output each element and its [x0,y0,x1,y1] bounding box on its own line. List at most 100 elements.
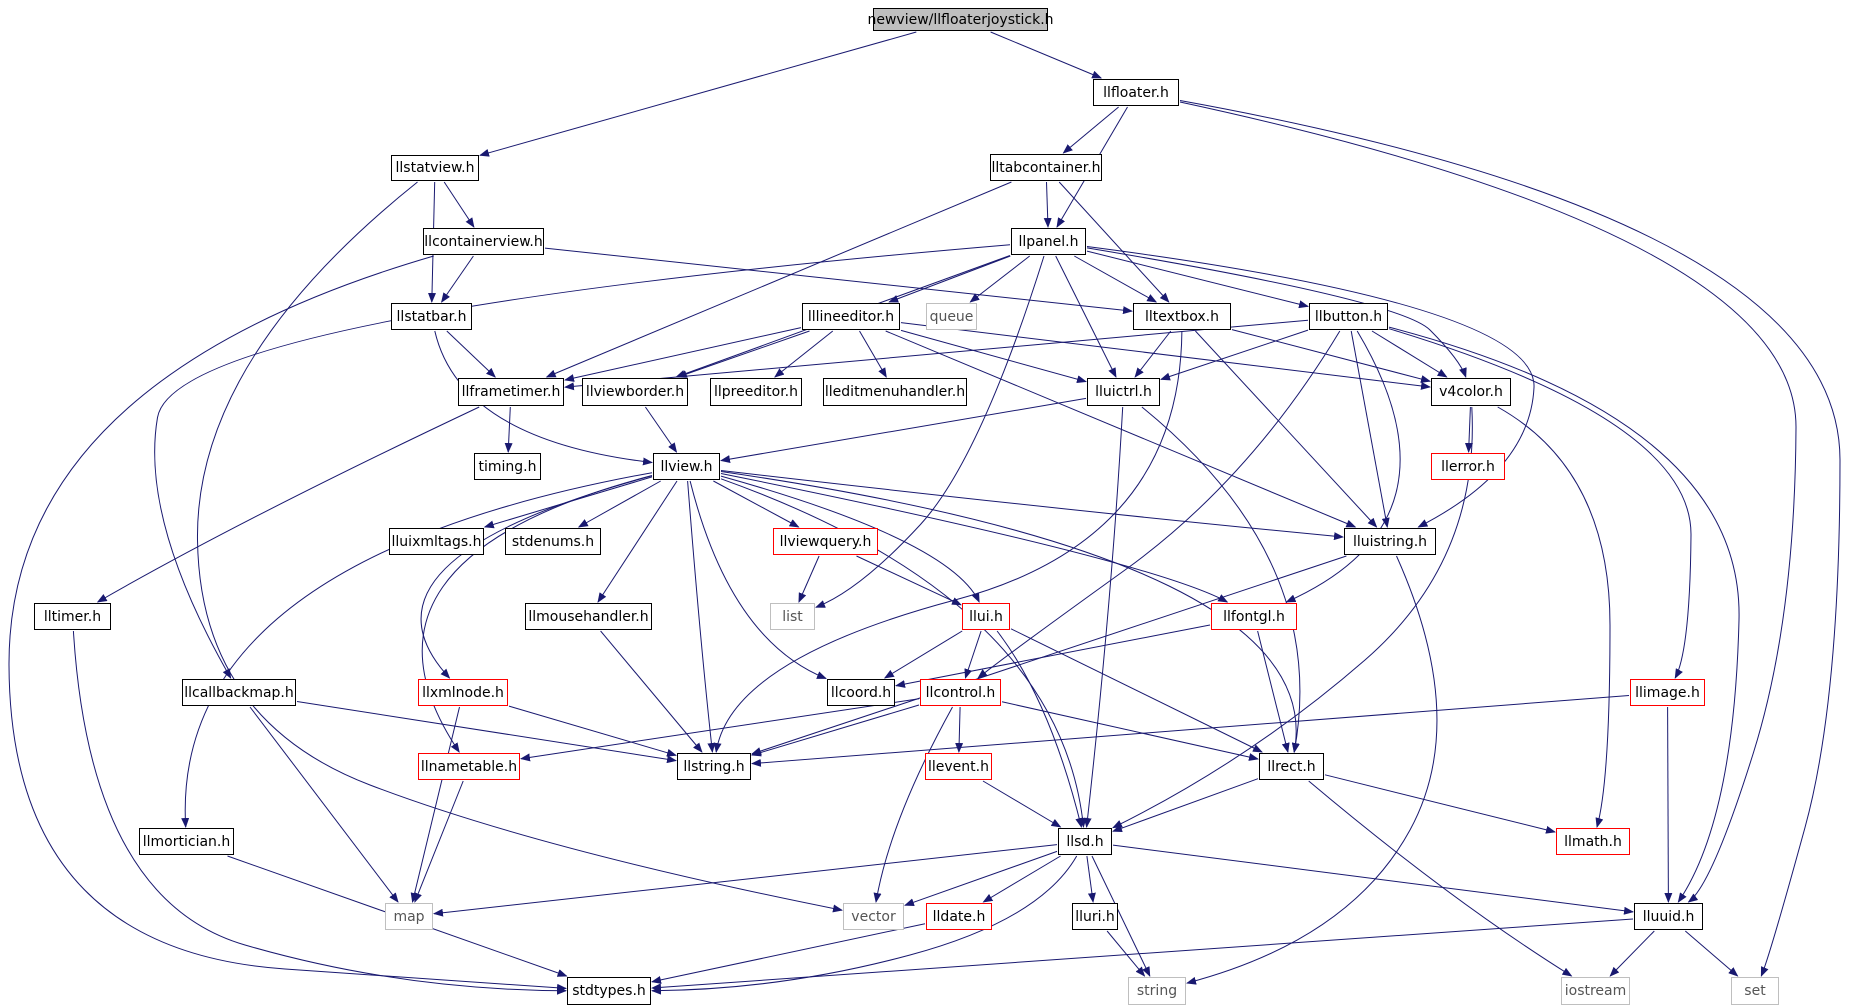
node-label: map [393,908,425,925]
node-lltextbox[interactable]: lltextbox.h [1133,303,1231,330]
node-llmousehandler[interactable]: llmousehandler.h [525,603,652,630]
edge-lluuid-to-set [1684,930,1739,977]
edge-lltabcontainer-to-llframetimer [545,181,1012,378]
node-lltimer[interactable]: lltimer.h [34,603,111,630]
edge-llxmlnode-to-llstring [508,705,677,757]
edge-llbutton-to-llimage [1388,328,1692,679]
edge-lluistring-to-llstring [751,555,1347,755]
node-llstring[interactable]: llstring.h [677,753,751,780]
edge-llframetimer-to-timing [504,406,513,453]
edge-llfontgl-to-llrect [1257,630,1290,753]
node-label: llui.h [969,608,1003,625]
node-label: llevent.h [928,758,989,775]
node-label: llerror.h [1441,458,1495,475]
node-llimage[interactable]: llimage.h [1630,679,1705,706]
node-llnametable[interactable]: llnametable.h [418,753,520,780]
node-llpanel[interactable]: llpanel.h [1011,228,1086,255]
edge-llcontainerview-to-lltextbox [544,247,1133,315]
edge-llbutton-to-llfontgl [1285,330,1401,603]
edge-llxmlnode-to-map [410,706,460,903]
edge-llpanel-to-list [815,255,1045,608]
node-lltabcontainer[interactable]: lltabcontainer.h [990,154,1102,181]
node-timing[interactable]: timing.h [474,453,541,480]
edge-llcontrol-to-llnametable [520,698,920,762]
edge-llui-to-llrect [1010,628,1263,753]
node-llfontgl[interactable]: llfontgl.h [1211,603,1297,630]
node-llmath[interactable]: llmath.h [1556,828,1630,855]
edge-llimage-to-lluuid [1664,706,1673,903]
node-llsd[interactable]: llsd.h [1058,828,1112,855]
node-llviewquery[interactable]: llviewquery.h [773,528,878,555]
edge-llcontrol-to-vector [873,706,953,903]
node-lldate[interactable]: lldate.h [926,903,992,930]
node-llframetimer[interactable]: llframetimer.h [458,378,564,406]
edge-llview-to-llmortician [181,472,653,828]
node-label: lluictrl.h [1095,384,1152,400]
edge-llimage-to-llstring [751,695,1630,767]
edge-lllineeditor-to-llpreeditor [774,330,834,378]
node-label: llstatview.h [395,160,475,176]
node-string: string [1128,977,1186,1005]
edge-llpanel-to-llcallbackmap [154,244,1011,679]
node-llxmlnode[interactable]: llxmlnode.h [418,679,508,706]
edge-llsd-to-lluri [1086,855,1096,903]
edge-llview-to-llrect [720,471,1300,753]
node-stdenums[interactable]: stdenums.h [505,528,601,555]
edge-v4color-to-llmath [1497,406,1611,828]
node-llui[interactable]: llui.h [962,603,1010,630]
edge-llfloater-to-set [1179,100,1841,977]
edge-llstatbar-to-llview [434,330,653,466]
edge-llviewquery-to-llui [856,555,962,606]
node-label: llimage.h [1635,684,1700,701]
edge-llpanel-to-v4color [1086,247,1467,378]
node-stdtypes[interactable]: stdtypes.h [567,977,651,1005]
edge-llsd-to-vector [904,850,1058,907]
edge-llfloater-to-lluuid [1179,101,1797,903]
node-llstatview[interactable]: llstatview.h [391,155,479,181]
edge-llstatbar-to-llframetimer [446,330,496,378]
edge-lluuid-to-stdtypes [651,918,1634,992]
edge-llview-to-llcoord [689,480,827,679]
node-llstatbar[interactable]: llstatbar.h [391,303,472,330]
node-v4color[interactable]: v4color.h [1431,378,1511,406]
node-llerror[interactable]: llerror.h [1431,453,1505,480]
node-lluictrl[interactable]: lluictrl.h [1087,378,1160,406]
edge-lldate-to-stdtypes [651,923,926,984]
node-llcallbackmap[interactable]: llcallbackmap.h [182,679,296,706]
node-llbutton[interactable]: llbutton.h [1309,303,1388,330]
node-lllineeditor[interactable]: lllineeditor.h [802,303,900,330]
node-lluuid[interactable]: lluuid.h [1634,903,1703,930]
node-llfloater[interactable]: llfloater.h [1093,79,1179,106]
edge-llviewquery-to-list [798,555,820,603]
node-label: llview.h [660,458,713,475]
edge-llpanel-to-llbutton [1086,250,1309,309]
node-lluixmltags[interactable]: lluixmltags.h [389,528,484,555]
node-llviewborder[interactable]: llviewborder.h [582,378,688,406]
edge-lluictrl-to-llview [720,397,1087,464]
node-llevent[interactable]: llevent.h [925,753,992,780]
edge-llpanel-to-lluictrl [1055,255,1117,378]
edge-llsd-to-lluuid [1112,844,1634,915]
node-label: llpreeditor.h [714,384,798,400]
edge-llstatview-to-llcontainerview [443,181,475,228]
node-llview[interactable]: llview.h [653,453,720,480]
edge-llview-to-llstring [687,480,716,753]
node-label: lleditmenuhandler.h [824,384,966,400]
node-lluistring[interactable]: lluistring.h [1344,528,1436,555]
edge-llview-to-llviewquery [713,480,800,528]
node-label: llstring.h [683,758,745,775]
node-llrect[interactable]: llrect.h [1259,753,1324,780]
node-label: llfontgl.h [1223,608,1285,625]
edge-llviewborder-to-llview [644,406,678,453]
node-llcontainerview[interactable]: llcontainerview.h [423,228,544,255]
node-llcoord[interactable]: llcoord.h [827,679,895,706]
edge-root-to-llstatview [479,31,917,157]
node-llcontrol[interactable]: llcontrol.h [920,679,1001,706]
node-lluri[interactable]: lluri.h [1072,903,1118,930]
node-llmortician[interactable]: llmortician.h [139,828,234,855]
node-lleditmenuhandler[interactable]: lleditmenuhandler.h [823,378,967,406]
node-llpreeditor[interactable]: llpreeditor.h [710,378,802,406]
node-label: llxmlnode.h [422,684,504,701]
edge-llview-to-llfontgl [720,473,1229,603]
